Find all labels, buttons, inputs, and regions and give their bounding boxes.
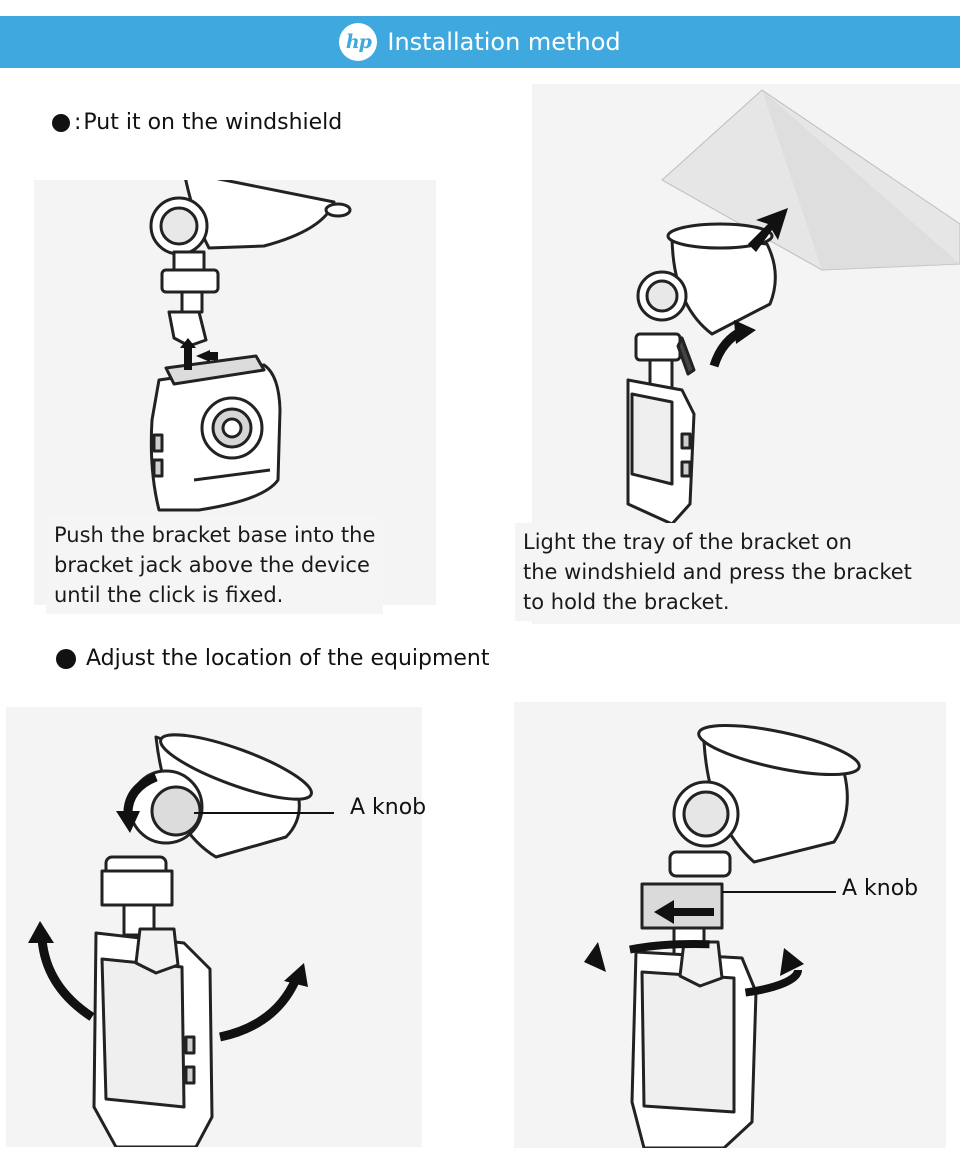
rotate-knob-drawing (584, 723, 861, 1148)
illustration-tilt-knob (6, 707, 422, 1147)
section-title-text: Put it on the windshield (83, 110, 343, 135)
section-title-adjust: Adjust the location of the equipment (56, 646, 490, 671)
bullet-icon (52, 113, 70, 132)
knob-label: A knob (842, 876, 919, 901)
hp-logo: hp (339, 23, 378, 61)
hp-logo-text: hp (345, 31, 372, 53)
header-bar: hp Installation method (0, 16, 960, 68)
tilt-knob-drawing (28, 733, 334, 1147)
knob-label: A knob (350, 795, 427, 820)
page-title: Installation method (387, 28, 621, 56)
windshield-mount-drawing (626, 89, 960, 526)
illustration-rotate-knob (514, 702, 946, 1148)
bullet-icon (56, 648, 76, 669)
step-1-caption: Push the bracket base into the bracket j… (46, 516, 384, 614)
bullet-prefix: : (74, 110, 82, 135)
section-title-text: Adjust the location of the equipment (86, 646, 490, 671)
bracket-device-drawing (149, 180, 352, 512)
section-title-windshield: : Put it on the windshield (52, 110, 342, 135)
step-2-caption: Light the tray of the bracket on the win… (515, 523, 920, 621)
